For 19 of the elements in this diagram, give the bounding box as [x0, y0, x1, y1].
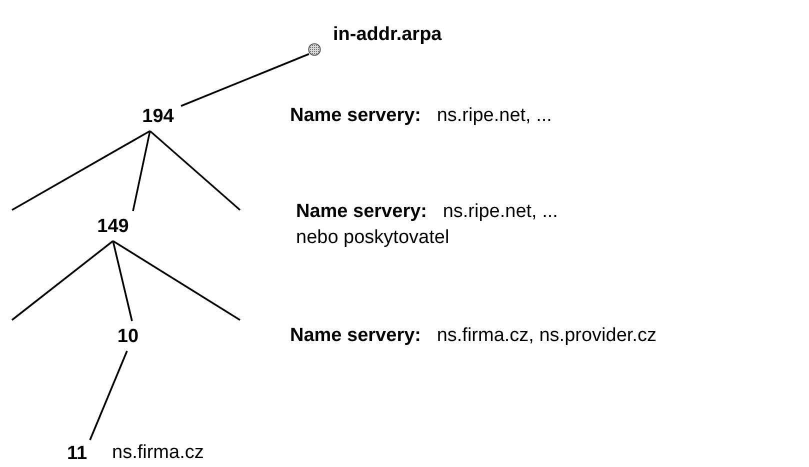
tree-line: [132, 130, 151, 212]
node-number: 194: [142, 106, 174, 126]
tree-line: [89, 350, 128, 440]
tree-line: [112, 240, 133, 322]
server-note: ns.firma.cz: [112, 441, 204, 465]
tree-line: [180, 53, 310, 107]
tree-line: [12, 130, 150, 211]
tree-line: [149, 130, 241, 211]
server-note: Name servery: ns.ripe.net, ...: [290, 104, 552, 128]
node-number: 10: [117, 326, 139, 346]
tree-line: [112, 240, 240, 321]
root-circle: [308, 43, 321, 56]
zone-label: in-addr.arpa: [333, 23, 442, 47]
node-number: 149: [97, 216, 129, 236]
node-number: 11: [66, 444, 88, 462]
server-note: Name servery: ns.firma.cz, ns.provider.cz: [290, 324, 656, 348]
server-note: nebo poskytovatel: [296, 226, 450, 250]
server-note: Name servery: ns.ripe.net, ...: [296, 200, 558, 224]
tree-line: [11, 240, 114, 321]
